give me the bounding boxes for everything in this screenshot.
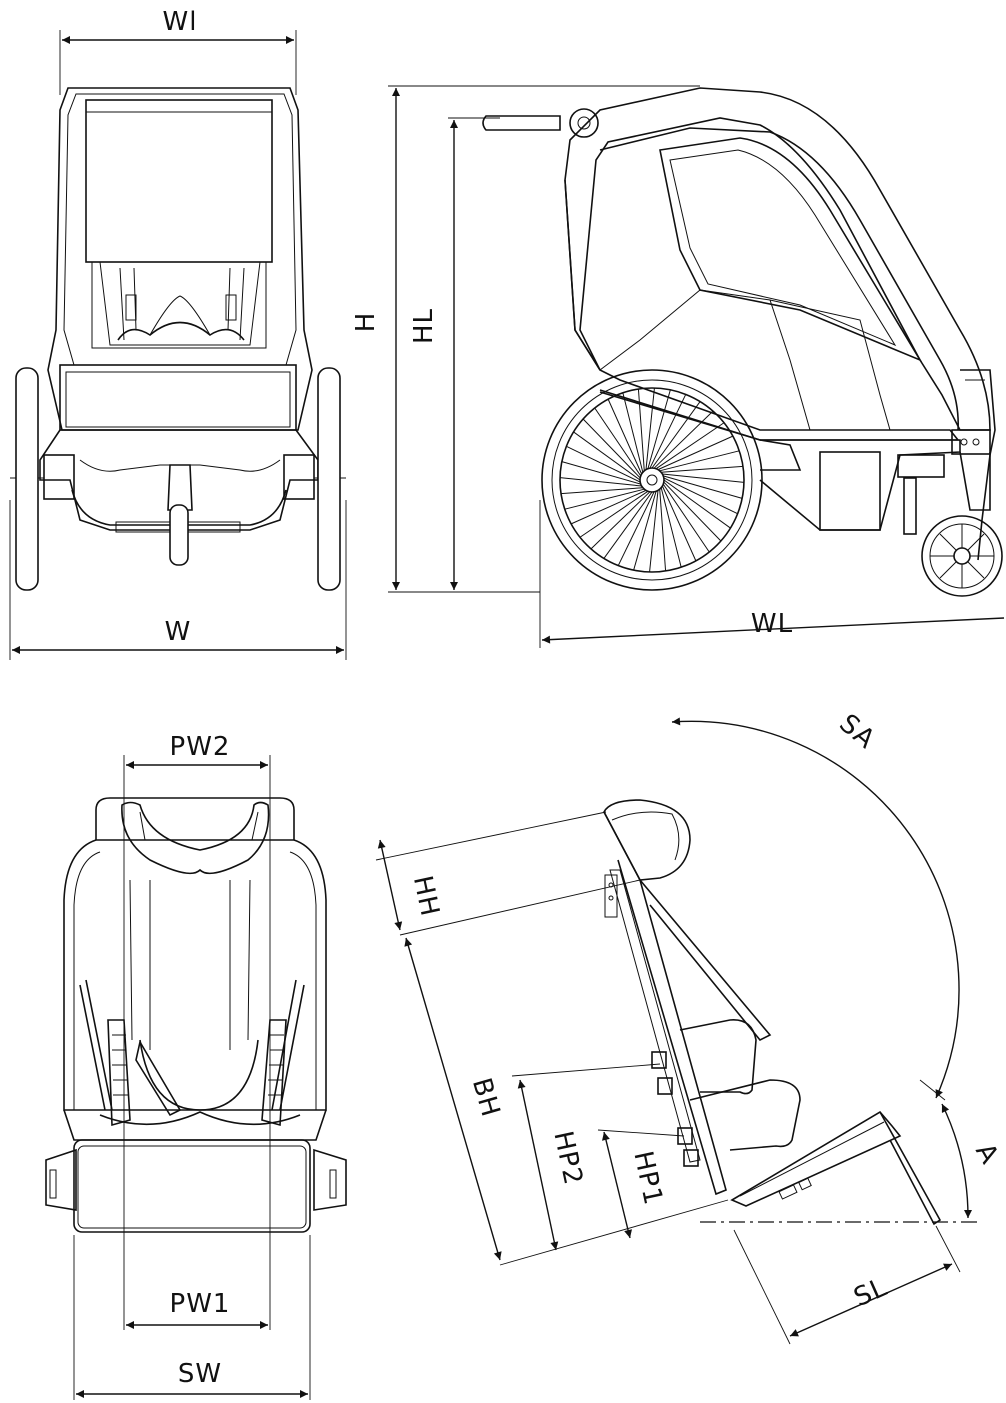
wheel-spoke: [561, 461, 641, 485]
wheel-spoke: [560, 487, 643, 495]
wheel-spoke: [663, 475, 743, 499]
left-hub: [43, 454, 75, 500]
wheel-spoke: [590, 491, 651, 550]
wheel-spoke: [564, 488, 645, 510]
label-hp1: HP1: [627, 1148, 668, 1208]
wheel-spoke: [579, 490, 649, 538]
wheel-spoke: [653, 410, 714, 469]
label-a: A: [969, 1138, 1004, 1169]
hp1-dimension-line: [602, 1131, 632, 1239]
front-view: Wl W: [9, 7, 347, 660]
wheel-spoke: [659, 450, 740, 472]
left-strap: [107, 1019, 131, 1127]
label-wl: Wl: [163, 7, 198, 37]
wheel-spoke: [649, 490, 659, 573]
wheel-spoke: [617, 491, 655, 566]
wheel-spoke: [663, 481, 722, 542]
frame-bracket: [897, 454, 945, 478]
headrest-height-dimension-line: [377, 839, 403, 931]
label-w: W: [165, 617, 192, 647]
seat-side-view: HH BH HP2 HP1 SA A SL: [375, 709, 1005, 1345]
wheel-spoke: [633, 491, 657, 571]
side-view: H HL: [351, 85, 1005, 648]
canopy-outline: [47, 87, 313, 431]
wheel-spoke: [651, 401, 701, 469]
handlebar: [482, 115, 561, 131]
label-pw1: PW1: [170, 1289, 231, 1319]
wheel-spoke: [655, 422, 725, 470]
seat-side-cushion: [730, 1110, 902, 1207]
backrest-height-dimension-line: [404, 937, 502, 1261]
wheel-spoke: [570, 489, 647, 525]
right-hub: [283, 454, 315, 500]
front-window: [85, 99, 273, 263]
rear-wheel: [541, 369, 763, 591]
wheel-spoke: [662, 473, 745, 483]
wheel-spoke: [594, 407, 642, 477]
label-bh: BH: [466, 1075, 506, 1121]
canopy-shell: [564, 87, 991, 431]
label-sw: SW: [178, 1359, 222, 1389]
label-sa: SA: [833, 709, 880, 756]
wheel-spoke: [582, 418, 641, 479]
side-window: [659, 137, 922, 362]
front-caster: [921, 451, 1003, 597]
seat-front-view: PW2 PW1 SW: [45, 732, 347, 1400]
hp2-dimension-line: [517, 1079, 559, 1251]
left-wheel: [15, 367, 39, 591]
wheel-spoke: [647, 389, 671, 469]
headrest: [95, 797, 295, 841]
wheel-spoke: [663, 479, 731, 529]
label-hh: HH: [407, 873, 445, 919]
label-hp2: HP2: [547, 1128, 588, 1188]
wheel-spoke: [649, 394, 687, 469]
label-wlength: WL: [751, 609, 793, 639]
handlebar-joint: [569, 108, 599, 138]
wheel-spoke: [559, 477, 642, 487]
wheel-spoke: [659, 489, 667, 572]
wheel-spoke: [662, 483, 710, 553]
right-strap: [261, 1019, 287, 1127]
wheel-spoke: [637, 388, 645, 471]
front-body-panel: [59, 364, 297, 431]
wheel-spoke: [573, 431, 641, 481]
wheel-spoke: [661, 465, 744, 473]
wheel-spoke: [661, 485, 697, 562]
label-hl: HL: [409, 308, 439, 344]
seat-angle-arc: [671, 717, 960, 1099]
seat-harness: [117, 321, 245, 341]
front-caster-wheel: [169, 504, 189, 566]
wheel-spoke: [645, 387, 655, 470]
seat-length-dimension-line: [789, 1263, 953, 1337]
seat-side-backrest: [603, 811, 727, 1196]
wheel-length-dimension-line: [541, 617, 1005, 644]
seat-base-box: [73, 1139, 311, 1233]
label-pw2: PW2: [170, 732, 231, 762]
wheel-spoke: [660, 487, 682, 568]
wheel-spoke: [566, 445, 641, 483]
recline-angle-arc: [941, 1103, 973, 1219]
wheel-spoke: [657, 435, 734, 471]
label-h: H: [351, 312, 381, 333]
wheel-spoke: [663, 477, 738, 515]
wheel-spoke: [622, 392, 644, 473]
wheel-spoke: [607, 398, 643, 475]
right-wheel: [317, 367, 341, 591]
wheel-spoke: [603, 491, 653, 559]
